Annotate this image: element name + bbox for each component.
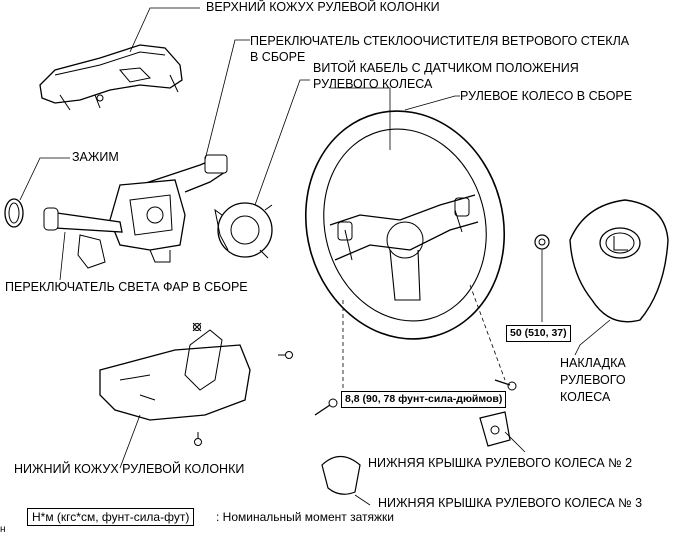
screw-right [278, 351, 293, 359]
clamp [4, 198, 24, 228]
wheel-screw-right [494, 379, 517, 391]
label-headlight-switch: ПЕРЕКЛЮЧАТЕЛЬ СВЕТА ФАР В СБОРЕ [5, 280, 248, 294]
torque-screw: 8,8 (90, 78 фунт-сила-дюймов) [341, 391, 507, 408]
label-lower-wheel-cover-3: НИЖНЯЯ КРЫШКА РУЛЕВОГО КОЛЕСА № 3 [378, 496, 643, 510]
screw-bottom [194, 432, 202, 446]
label-pad-line2: РУЛЕВОГО [560, 373, 626, 387]
label-spiral-cable-line1: ВИТОЙ КАБЕЛЬ С ДАТЧИКОМ ПОЛОЖЕНИЯ [313, 61, 579, 75]
label-wiper-switch-line2: В СБОРЕ [250, 50, 306, 64]
upper-column-cover [39, 44, 183, 111]
label-steering-wheel: РУЛЕВОЕ КОЛЕСО В СБОРЕ [460, 89, 633, 103]
label-spiral-cable-line2: РУЛЕВОГО КОЛЕСА [313, 77, 433, 91]
nut [534, 234, 550, 250]
label-lower-wheel-cover-2: НИЖНЯЯ КРЫШКА РУЛЕВОГО КОЛЕСА № 2 [368, 456, 633, 470]
lower-column-cover [99, 329, 251, 421]
screw-top [192, 322, 202, 332]
label-clamp: ЗАЖИМ [72, 150, 119, 164]
label-pad-line3: КОЛЕСА [560, 390, 611, 404]
steering-pad [569, 199, 669, 323]
combination-switch-assembly [43, 154, 228, 269]
label-wiper-switch-line1: ПЕРЕКЛЮЧАТЕЛЬ СТЕКЛООЧИСТИТЕЛЯ ВЕТРОВОГО… [250, 34, 630, 48]
legend-unit-box: Н*м (кгс*см, фунт-сила-фут) [27, 508, 195, 526]
label-lower-column-cover: НИЖНИЙ КОЖУХ РУЛЕВОЙ КОЛОНКИ [14, 462, 245, 476]
wheel-screw-left [314, 398, 338, 416]
lower-wheel-cover-2 [479, 411, 511, 447]
torque-nut: 50 (510, 37) [506, 325, 571, 342]
label-upper-column-cover: ВЕРХНИЙ КОЖУХ РУЛЕВОЙ КОЛОНКИ [206, 0, 440, 14]
corner-mark: н [0, 524, 6, 535]
steering-wheel [304, 110, 506, 340]
label-pad-line1: НАКЛАДКА [560, 356, 626, 370]
legend-description: : Номинальный момент затяжки [216, 510, 394, 524]
spiral-cable [214, 202, 273, 259]
lower-wheel-cover-3 [321, 455, 361, 495]
